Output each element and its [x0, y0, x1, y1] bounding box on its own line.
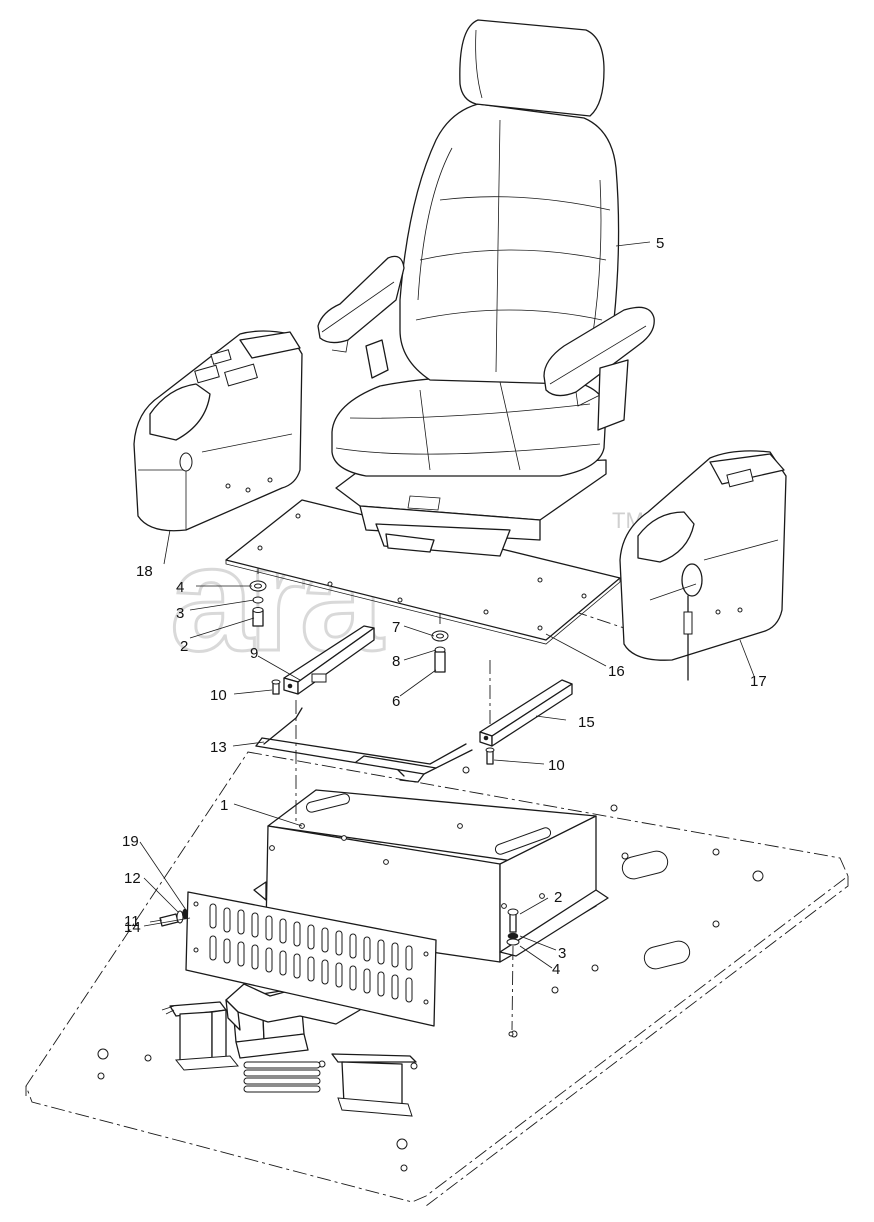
- callout-4: 4: [552, 961, 560, 978]
- callout-12: 12: [124, 870, 141, 887]
- pedal-brackets: [161, 983, 417, 1117]
- seat-base-box: [253, 789, 609, 963]
- callout-11: 11: [124, 913, 140, 930]
- callout-3: 3: [176, 605, 184, 622]
- callout-10: 10: [210, 687, 227, 704]
- mounting-plate: [225, 499, 621, 645]
- vented-cover-plate: [185, 891, 437, 1027]
- slide-rail-right: [479, 679, 573, 747]
- cover-screw: [159, 908, 188, 927]
- floor-plate: [25, 751, 849, 1207]
- callout-5: 5: [656, 235, 664, 252]
- callout-18: 18: [136, 563, 153, 580]
- callout-15: 15: [578, 714, 595, 731]
- left-bolt-stack: [249, 580, 267, 627]
- callout-6: 6: [392, 693, 400, 710]
- callout-14: 14: [124, 919, 141, 936]
- callout-19: 19: [122, 833, 139, 850]
- callout-leaders: [139, 241, 755, 969]
- left-control-console: [133, 330, 303, 532]
- callout-8: 8: [392, 653, 400, 670]
- callout-2: 2: [554, 889, 562, 906]
- right-control-console: [619, 450, 787, 681]
- base-bolt-stack: [506, 908, 520, 1037]
- callout-9: 9: [250, 645, 258, 662]
- callout-7: 7: [392, 619, 400, 636]
- slide-rail-left: [283, 625, 375, 695]
- callout-16: 16: [608, 663, 625, 680]
- callout-2: 2: [180, 638, 188, 655]
- callout-labels: 1 2 2 3 3 4 4 5 6 7 8 9 10 10 11 12 13 1…: [122, 235, 767, 978]
- callout-1: 1: [220, 797, 228, 814]
- center-bolt-stack: [431, 630, 449, 673]
- operator-seat: [317, 19, 655, 557]
- callout-13: 13: [210, 739, 227, 756]
- callout-17: 17: [750, 673, 767, 690]
- callout-3: 3: [558, 945, 566, 962]
- callout-4: 4: [176, 579, 184, 596]
- rail-frame: [255, 707, 473, 783]
- callout-10: 10: [548, 757, 565, 774]
- rail-bolts: [271, 679, 495, 765]
